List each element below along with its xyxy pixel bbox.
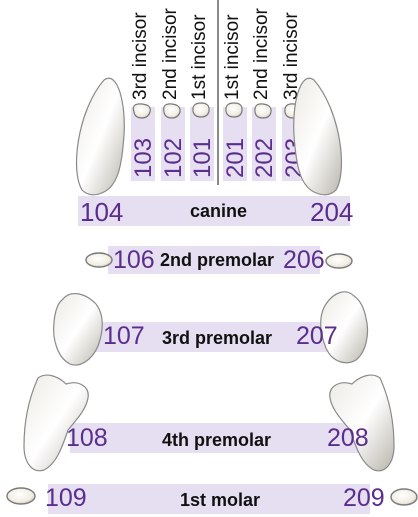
premolar2-label: 2nd premolar: [160, 251, 274, 269]
canine-code-left: 104: [80, 199, 123, 225]
molar1-tooth-right: [391, 489, 417, 505]
incisor-icon-102: [164, 104, 180, 118]
premolar3-code-right: 207: [296, 324, 338, 349]
premolar4-label: 4th premolar: [162, 431, 271, 449]
premolar3-code-left: 107: [103, 324, 145, 349]
incisor-icon-201: [226, 103, 242, 117]
premolar3-label: 3rd premolar: [162, 329, 272, 347]
molar1-code-left: 109: [45, 486, 87, 511]
canine-tooth-left: [77, 78, 125, 195]
premolar2-code-left: 106: [113, 248, 155, 273]
premolar3-tooth-left: [54, 294, 103, 365]
premolar2-tooth-left: [86, 253, 112, 267]
molar1-tooth-left: [7, 488, 35, 504]
premolar2-tooth-right: [326, 254, 352, 268]
premolar2-code-right: 206: [283, 248, 325, 273]
molar1-code-right: 209: [343, 486, 385, 511]
premolar4-tooth-left: [24, 375, 88, 471]
premolar4-code-left: 108: [66, 426, 108, 451]
molar1-label: 1st molar: [180, 491, 260, 509]
premolar4-code-right: 208: [327, 426, 369, 451]
incisor-icon-101: [193, 103, 209, 117]
canine-tooth-right: [294, 78, 342, 195]
incisor-icon-202: [255, 104, 271, 118]
premolar4-tooth-right: [330, 375, 394, 471]
canine-code-right: 204: [310, 199, 353, 225]
incisor-icon-103: [133, 104, 150, 118]
canine-label: canine: [190, 202, 247, 220]
